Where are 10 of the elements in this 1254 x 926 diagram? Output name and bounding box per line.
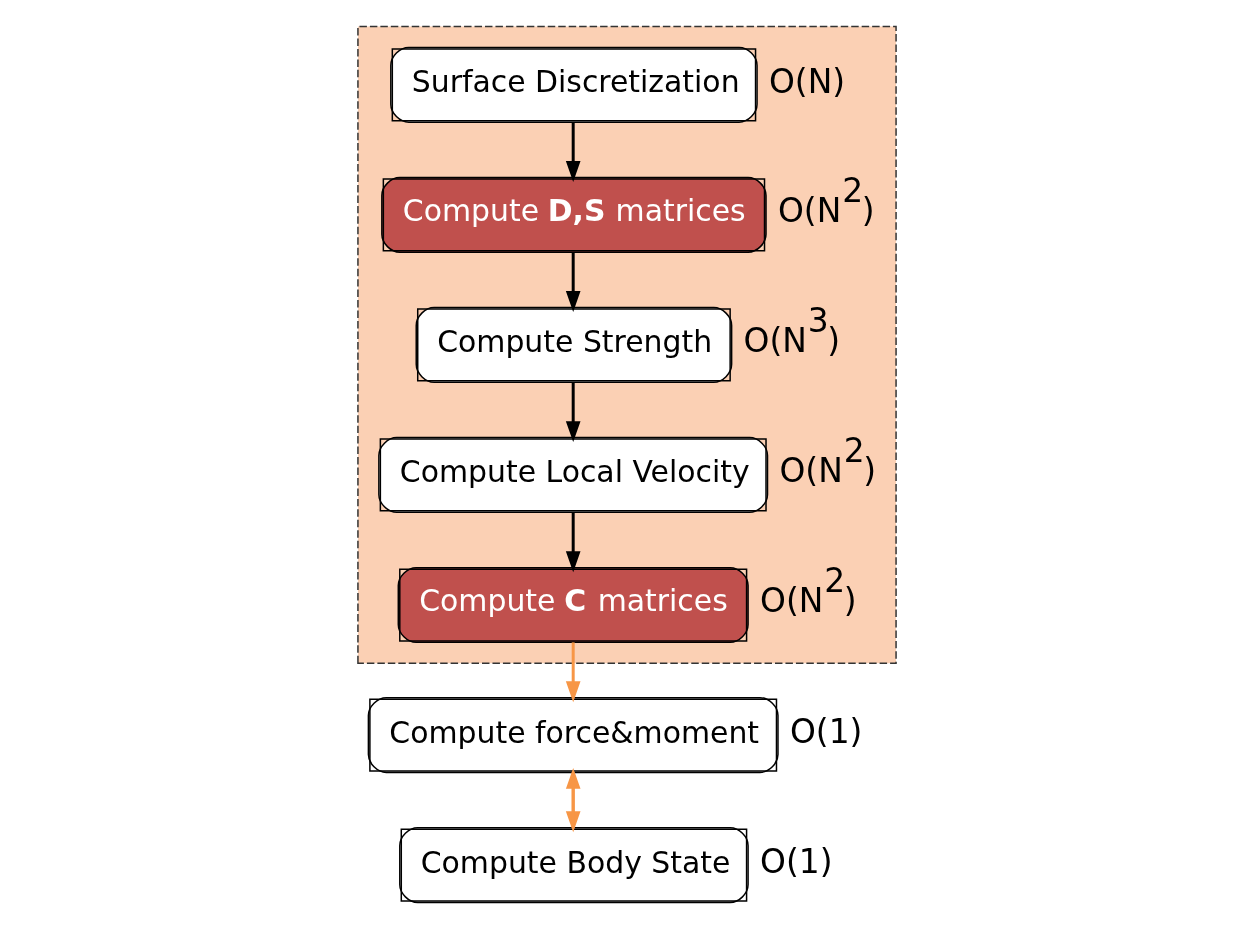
node-label: O(N) [769, 62, 846, 102]
arrow [565, 642, 581, 703]
arrow [565, 512, 581, 573]
node-label: O(1) [789, 712, 863, 752]
arrow [565, 122, 581, 182]
arrow [565, 382, 581, 443]
arrow [565, 252, 581, 313]
node-label: O(1) [760, 842, 833, 882]
arrow [565, 767, 581, 828]
cluster [357, 25, 897, 665]
